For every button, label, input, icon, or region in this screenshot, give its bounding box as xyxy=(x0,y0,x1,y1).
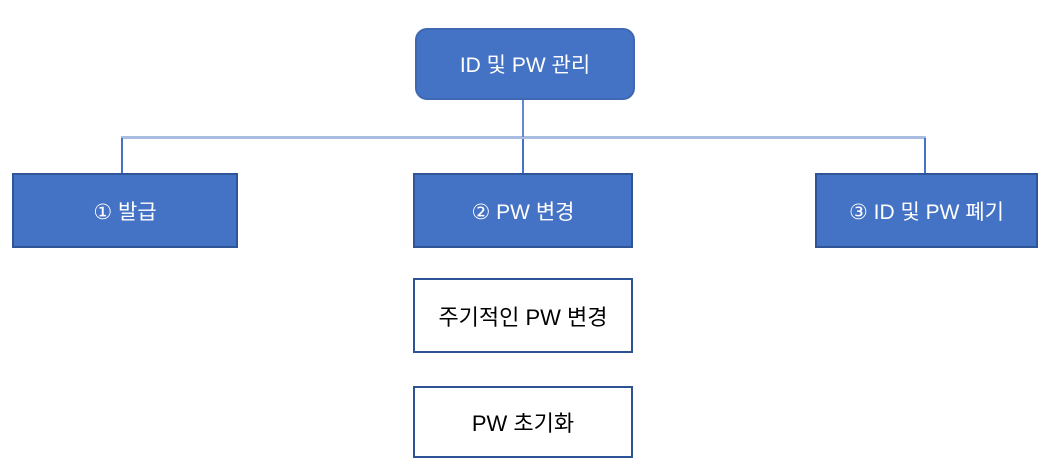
node-periodic-pw-change-label: 주기적인 PW 변경 xyxy=(438,304,608,330)
node-issuance: ① 발급 xyxy=(12,173,238,248)
node-id-pw-management: ID 및 PW 관리 xyxy=(415,28,635,100)
connector-horizontal-line xyxy=(121,136,926,139)
connector-right-drop-line xyxy=(924,138,926,173)
node-id-pw-management-label: ID 및 PW 관리 xyxy=(459,54,591,77)
connector-left-drop-line xyxy=(121,138,123,173)
node-pw-reset-label: PW 초기화 xyxy=(471,411,575,436)
node-id-pw-disposal-label: ③ ID 및 PW 폐기 xyxy=(849,200,1004,224)
node-id-pw-disposal: ③ ID 및 PW 폐기 xyxy=(815,173,1038,248)
node-issuance-label: ① 발급 xyxy=(93,200,157,224)
node-pw-reset: PW 초기화 xyxy=(413,386,633,458)
node-periodic-pw-change: 주기적인 PW 변경 xyxy=(413,278,633,353)
connector-root-drop-line xyxy=(522,100,524,137)
node-pw-change: ② PW 변경 xyxy=(413,173,633,248)
connector-middle-drop-line xyxy=(522,139,524,173)
node-pw-change-label: ② PW 변경 xyxy=(471,200,575,224)
